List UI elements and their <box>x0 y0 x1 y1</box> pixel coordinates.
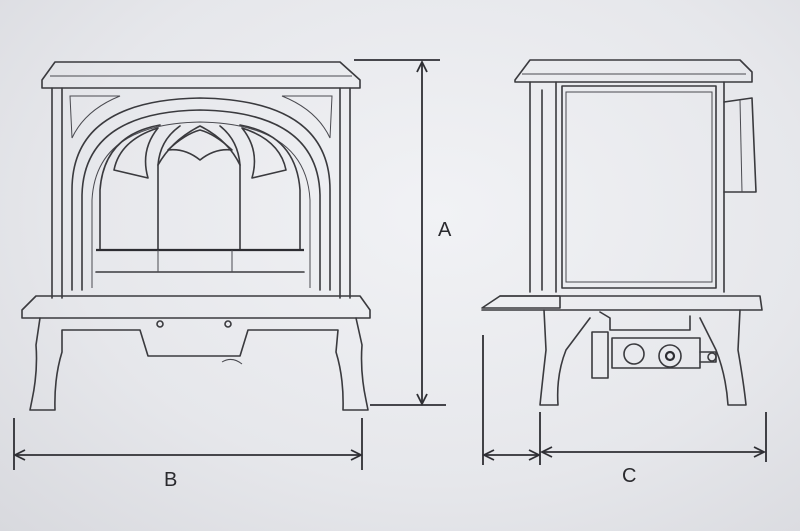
dimension-c <box>481 335 767 465</box>
dimension-b <box>12 418 364 470</box>
dimension-label-c: C <box>622 465 637 487</box>
stove-side-view <box>481 59 763 406</box>
dimension-label-a: A <box>438 219 452 241</box>
dimension-a <box>354 59 446 407</box>
dimension-label-b: B <box>164 469 178 491</box>
stove-front-view <box>21 61 371 411</box>
